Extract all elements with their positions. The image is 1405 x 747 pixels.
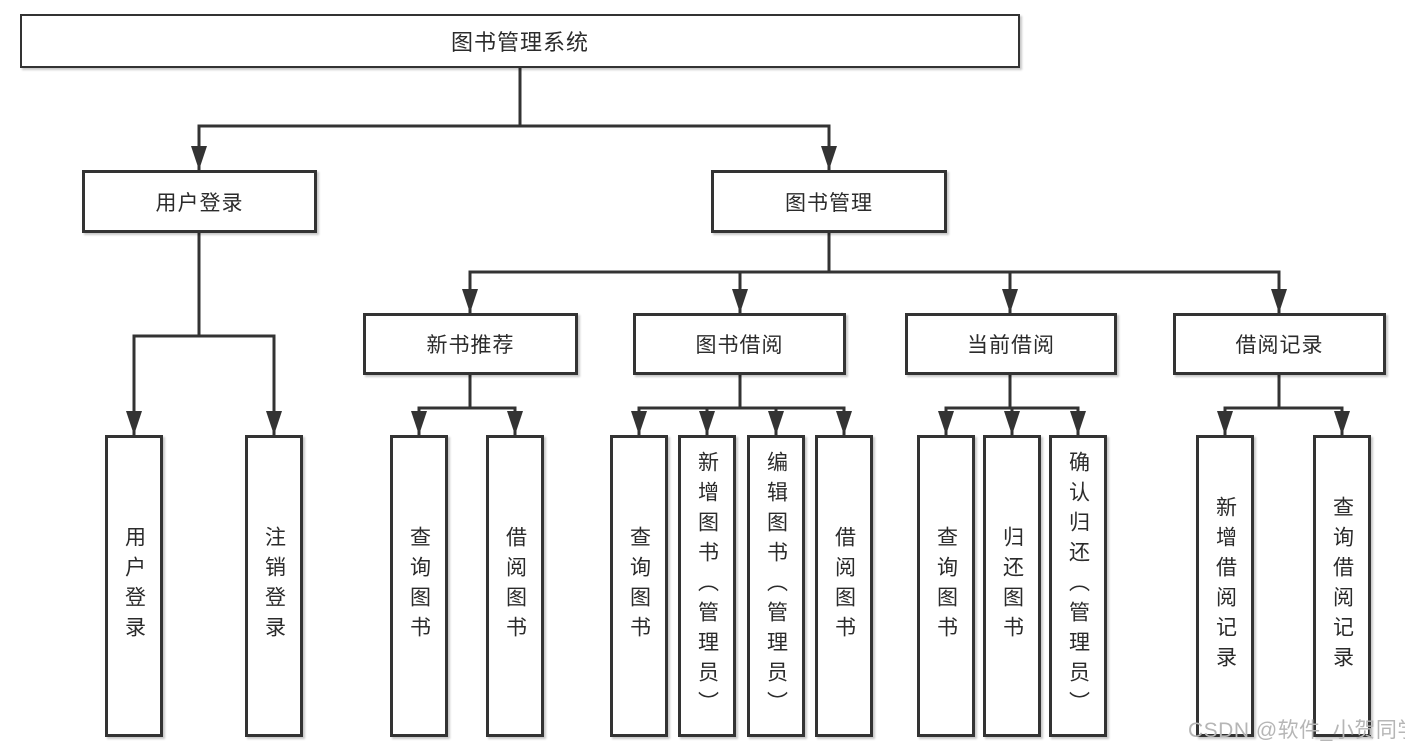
- node-label: 图书管理系统: [450, 30, 589, 55]
- leaf-label: 用户登录: [122, 526, 146, 646]
- node-book-management: 图书管理: [711, 170, 947, 233]
- leaf-label: 确认归还（管理员）: [1066, 451, 1090, 721]
- node-current-borrow: 当前借阅: [905, 313, 1117, 375]
- leaf-logout-login: 注销登录: [245, 435, 303, 737]
- leaf-label: 编辑图书（管理员）: [764, 451, 788, 721]
- connector-login-bus: [132, 231, 276, 338]
- leaf-query-books-borrow: 查询图书: [610, 435, 668, 737]
- node-library-management-system: 图书管理系统: [20, 14, 1020, 68]
- leaf-label: 查询图书: [934, 526, 958, 646]
- leaf-label: 查询借阅记录: [1330, 496, 1354, 676]
- connector-root-bus: [197, 66, 831, 128]
- node-label: 图书借阅: [695, 334, 784, 357]
- node-user-login: 用户登录: [82, 170, 317, 233]
- leaf-label: 借阅图书: [832, 526, 856, 646]
- leaf-borrow-books-recommend: 借阅图书: [486, 435, 544, 737]
- leaf-label: 新增图书（管理员）: [695, 451, 719, 721]
- node-book-borrow: 图书借阅: [633, 313, 846, 375]
- connector-borrow-bus: [637, 373, 846, 410]
- leaf-add-borrow-record: 新增借阅记录: [1196, 435, 1254, 737]
- leaf-user-login: 用户登录: [105, 435, 163, 737]
- leaf-borrow-books: 借阅图书: [815, 435, 873, 737]
- connector-management-bus: [468, 231, 1281, 274]
- leaf-label: 借阅图书: [503, 526, 527, 646]
- leaf-add-books-admin: 新增图书（管理员）: [678, 435, 736, 737]
- connector-recommend-bus: [417, 373, 517, 410]
- node-label: 当前借阅: [967, 334, 1055, 357]
- leaf-edit-books-admin: 编辑图书（管理员）: [747, 435, 805, 737]
- leaf-label: 查询图书: [407, 526, 431, 646]
- leaf-label: 新增借阅记录: [1213, 496, 1237, 676]
- leaf-query-books-current: 查询图书: [917, 435, 975, 737]
- leaf-label: 归还图书: [1000, 526, 1024, 646]
- connector-current-bus: [944, 373, 1080, 410]
- leaf-label: 查询图书: [627, 526, 651, 646]
- leaf-confirm-return-admin: 确认归还（管理员）: [1049, 435, 1107, 737]
- node-label: 新书推荐: [426, 334, 515, 357]
- connector-records-bus: [1223, 373, 1344, 410]
- watermark-text: CSDN @软件_小贺同学: [1188, 719, 1405, 742]
- node-label: 图书管理: [785, 191, 873, 215]
- node-new-book-recommend: 新书推荐: [363, 313, 578, 375]
- leaf-query-books-recommend: 查询图书: [390, 435, 448, 737]
- node-label: 用户登录: [155, 191, 244, 215]
- leaf-query-borrow-record: 查询借阅记录: [1313, 435, 1371, 737]
- leaf-label: 注销登录: [262, 526, 286, 646]
- node-borrow-records: 借阅记录: [1173, 313, 1386, 375]
- leaf-return-books: 归还图书: [983, 435, 1041, 737]
- node-label: 借阅记录: [1235, 334, 1324, 357]
